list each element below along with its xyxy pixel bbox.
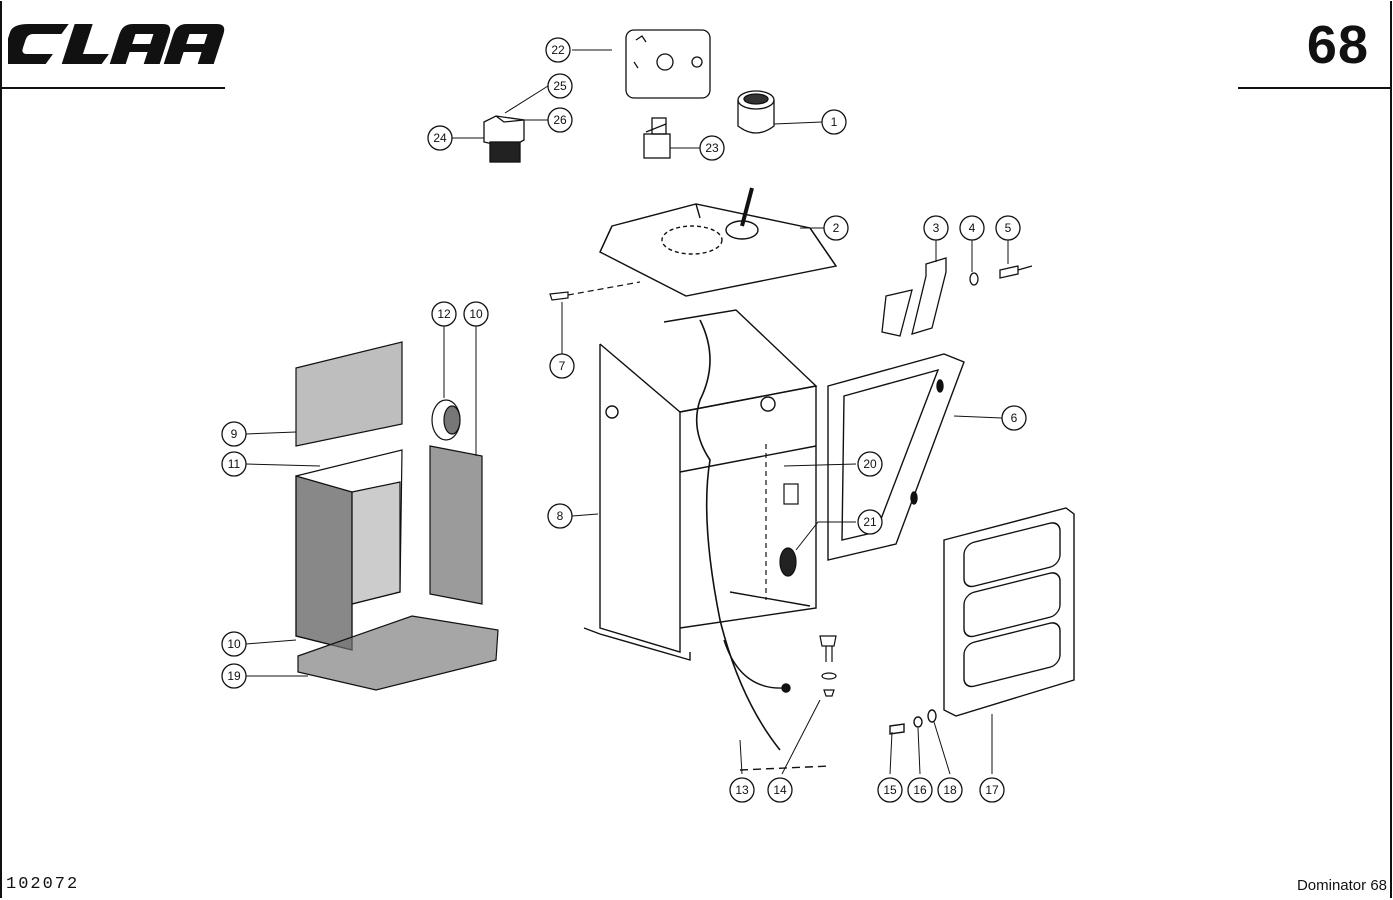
svg-text:10: 10 [227,637,241,651]
callout-11: 11 [221,451,247,477]
callout-2: 2 [823,215,849,241]
callout-9: 9 [221,421,247,447]
drawing-number: 102072 [6,875,80,894]
svg-text:6: 6 [1011,411,1018,425]
callout-12: 12 [431,301,457,327]
svg-text:11: 11 [228,457,241,471]
svg-text:8: 8 [557,509,564,523]
part-20-21-connectors [765,444,799,600]
callout-4: 4 [959,215,985,241]
svg-text:24: 24 [433,131,447,145]
callout-24: 24 [427,125,453,151]
svg-text:5: 5 [1005,221,1012,235]
svg-text:12: 12 [437,307,451,321]
svg-text:3: 3 [933,221,940,235]
page-number: 68 [1306,15,1369,75]
svg-text:25: 25 [553,79,567,93]
svg-text:17: 17 [985,783,999,797]
callout-7: 7 [549,353,575,379]
part-7-screw [549,281,641,301]
svg-text:23: 23 [705,141,719,155]
callout-18: 18 [937,777,963,803]
svg-text:15: 15 [883,783,897,797]
callout-22: 22 [545,37,571,63]
svg-text:7: 7 [559,359,566,373]
callout-10-top: 10 [463,301,489,327]
callout-16: 16 [907,777,933,803]
callout-15: 15 [877,777,903,803]
svg-text:22: 22 [551,43,565,57]
callout-19: 19 [221,663,247,689]
part-3-bracket [881,257,1033,337]
callout-1: 1 [821,109,847,135]
callout-17: 17 [979,777,1005,803]
callout-6: 6 [1001,405,1027,431]
callout-5: 5 [995,215,1021,241]
part-8-main-housing [583,309,831,771]
svg-text:4: 4 [969,221,976,235]
part-6-side-panel [827,353,965,561]
insulation-panels [295,341,499,691]
svg-text:9: 9 [231,427,238,441]
callout-circles: 22 25 26 24 23 1 2 3 4 5 7 6 12 10 9 11 … [221,37,1027,803]
svg-text:19: 19 [227,669,241,683]
svg-text:18: 18 [943,783,957,797]
svg-text:20: 20 [863,457,877,471]
bolt-washer-nut [819,635,837,697]
part-1-gauge [737,90,775,134]
callout-8: 8 [547,503,573,529]
callout-26: 26 [547,107,573,133]
svg-text:16: 16 [913,783,927,797]
svg-text:26: 26 [553,113,567,127]
svg-text:13: 13 [735,783,749,797]
svg-text:10: 10 [469,307,483,321]
claas-logo [1,20,230,68]
part-23-key-switch [643,117,671,159]
model-label: Dominator 68 [1296,877,1387,894]
svg-text:2: 2 [833,221,840,235]
callout-10-bottom: 10 [221,631,247,657]
part-2-top-cover [599,187,838,297]
svg-text:21: 21 [863,515,877,529]
callout-23: 23 [699,135,725,161]
callout-3: 3 [923,215,949,241]
callout-14: 14 [767,777,793,803]
callout-21: 21 [857,509,883,535]
leader-lines [245,49,1009,775]
callout-13: 13 [729,777,755,803]
svg-text:14: 14 [773,783,787,797]
part-22-cover-plate [625,29,711,99]
callout-25: 25 [547,73,573,99]
part-24-rocker-switch [483,115,525,163]
callout-20: 20 [857,451,883,477]
svg-text:1: 1 [831,115,838,129]
part-17-grille-panel [889,507,1075,735]
